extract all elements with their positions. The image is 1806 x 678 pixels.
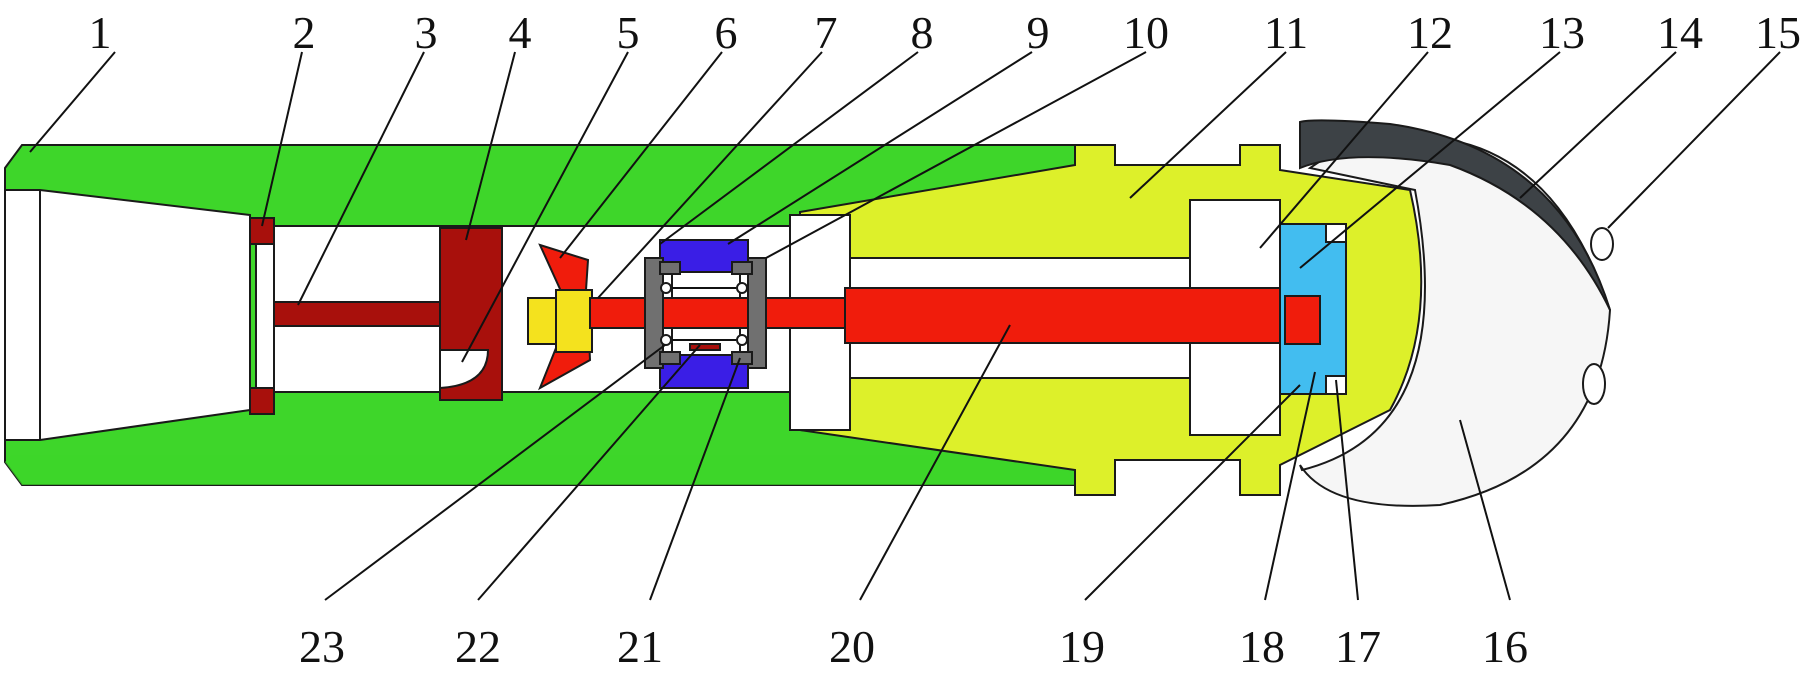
main-shaft [589,287,1286,344]
label-11: 11 [1264,7,1308,58]
piston-recess [439,349,490,390]
label-22: 22 [455,621,501,672]
label-17: 17 [1335,621,1381,672]
seal-ring [1279,223,1347,395]
label-4: 4 [509,7,532,58]
label-23: 23 [299,621,345,672]
label-18: 18 [1239,621,1285,672]
nozzle-cap [1299,119,1611,311]
label-2: 2 [293,7,316,58]
label-13: 13 [1539,7,1585,58]
label-21: 21 [617,621,663,672]
lock-nut [527,289,593,353]
connecting-rod [273,301,443,327]
label-14: 14 [1657,7,1703,58]
inlet-cone [4,189,251,441]
label-12: 12 [1407,7,1453,58]
bearing-ring-left [644,257,664,369]
label-10: 10 [1123,7,1169,58]
top-labels: 1 2 3 4 5 6 7 8 9 10 11 12 13 14 15 [89,7,1802,58]
bearing-ball [736,334,748,346]
bearing-ball [660,282,672,294]
label-16: 16 [1482,621,1528,672]
bearing-ring-right [747,257,767,369]
label-15: 15 [1755,7,1801,58]
bearing-ball [736,282,748,294]
label-19: 19 [1059,621,1105,672]
piston-block [439,227,503,401]
leader-lines [29,51,1781,601]
retainer-ring [249,217,275,415]
jet-orifice-upper [1590,227,1614,261]
label-5: 5 [617,7,640,58]
housing-lower-shade [5,455,1075,485]
bottom-labels: 23 22 21 20 19 18 17 16 [299,621,1528,672]
label-1: 1 [89,7,112,58]
bearing-assembly [644,257,767,369]
nozzle-head [1299,119,1614,507]
label-8: 8 [911,7,934,58]
label-3: 3 [415,7,438,58]
label-7: 7 [815,7,838,58]
jet-orifice-lower [1582,363,1606,405]
bearing-ball [660,334,672,346]
label-6: 6 [715,7,738,58]
label-9: 9 [1027,7,1050,58]
bearing-spacer [689,343,721,351]
label-20: 20 [829,621,875,672]
